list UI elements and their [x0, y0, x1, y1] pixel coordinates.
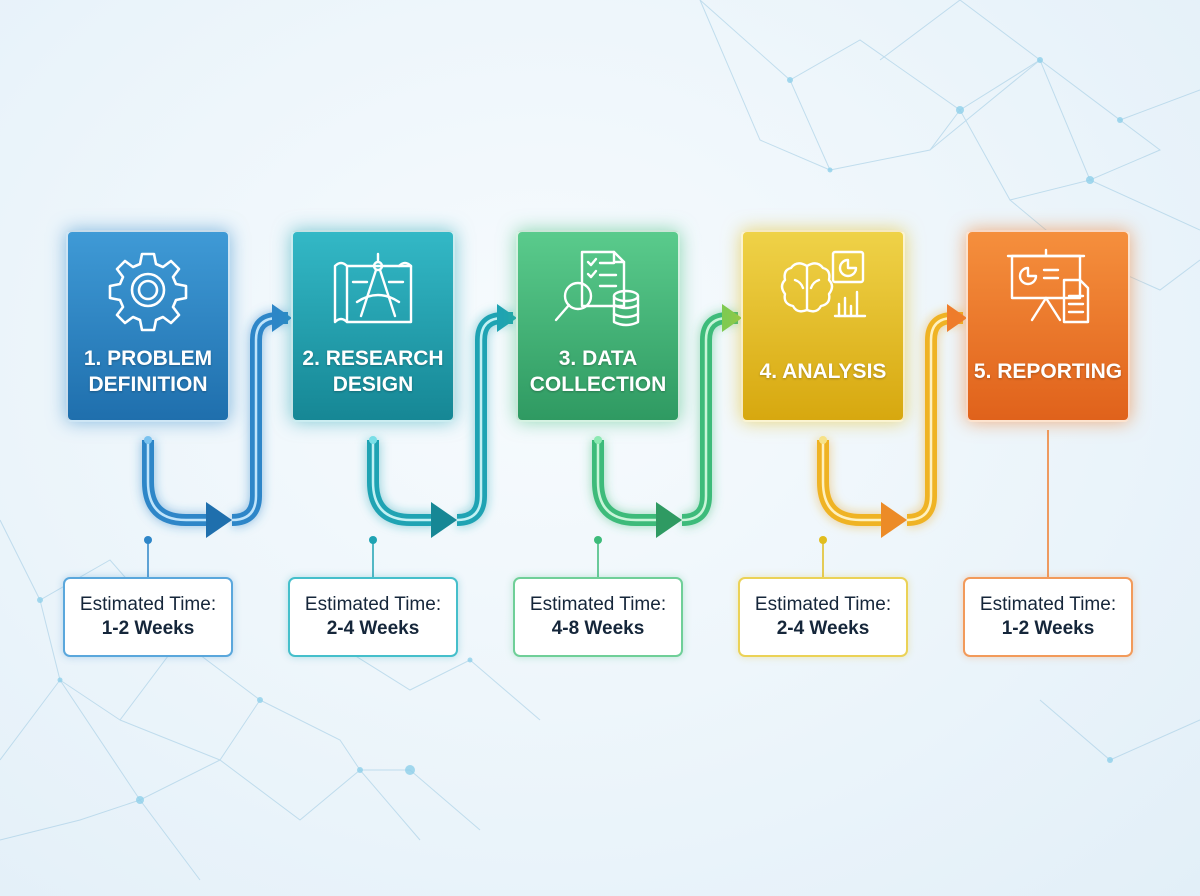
time-value: 1-2 Weeks	[1001, 618, 1095, 639]
step-title: 4. ANALYSIS	[748, 336, 898, 408]
step-title-line2: DESIGN	[332, 373, 414, 396]
time-box-step-2: Estimated Time: 2-4 Weeks	[288, 577, 458, 657]
connector-arrow-3	[591, 304, 742, 538]
step-title-line1: PROBLEM	[107, 347, 213, 370]
time-label: Estimated Time:	[529, 594, 667, 615]
time-label: Estimated Time:	[979, 594, 1117, 615]
blueprint-compass-icon	[333, 252, 413, 324]
step-card-research-design: 2. RESEARCH DESIGN	[291, 230, 455, 422]
step-number: 4.	[759, 360, 778, 383]
step-number: 2.	[302, 347, 320, 370]
time-label: Estimated Time:	[754, 594, 892, 615]
step-title: 2. RESEARCH DESIGN	[298, 336, 448, 408]
presentation-report-icon	[1006, 248, 1090, 324]
step-title-line2: COLLECTION	[529, 373, 667, 396]
time-label: Estimated Time:	[79, 594, 217, 615]
step-title-line1: ANALYSIS	[782, 360, 887, 383]
step-card-data-collection: 3. DATA COLLECTION	[516, 230, 680, 422]
step-number: 3.	[558, 347, 577, 370]
time-value: 4-8 Weeks	[551, 618, 645, 639]
step-card-analysis: 4. ANALYSIS	[741, 230, 905, 422]
connector-arrow-4	[816, 304, 967, 538]
step-number: 5.	[973, 360, 992, 383]
search-database-icon	[554, 250, 640, 327]
step-title: 3. DATA COLLECTION	[523, 336, 673, 408]
time-connectors	[144, 430, 1049, 577]
time-value: 2-4 Weeks	[326, 618, 420, 639]
connector-arrow-2	[366, 304, 517, 538]
step-title-line1: RESEARCH	[325, 347, 444, 370]
connector-arrow-1	[141, 304, 292, 538]
step-number: 1.	[83, 347, 102, 370]
time-label: Estimated Time:	[304, 594, 442, 615]
time-box-step-1: Estimated Time: 1-2 Weeks	[63, 577, 233, 657]
time-box-step-3: Estimated Time: 4-8 Weeks	[513, 577, 683, 657]
step-card-problem-definition: 1. PROBLEM DEFINITION	[66, 230, 230, 422]
step-title-line1: REPORTING	[997, 360, 1123, 383]
time-value: 2-4 Weeks	[776, 618, 870, 639]
step-card-reporting: 5. REPORTING	[966, 230, 1130, 422]
time-box-step-5: Estimated Time: 1-2 Weeks	[963, 577, 1133, 657]
brain-chart-icon	[780, 250, 867, 318]
step-title: 1. PROBLEM DEFINITION	[73, 336, 223, 408]
step-title-line2: DEFINITION	[88, 373, 208, 396]
step-title-line1: DATA	[582, 347, 638, 370]
gear-icon	[108, 252, 188, 332]
time-box-step-4: Estimated Time: 2-4 Weeks	[738, 577, 908, 657]
step-title: 5. REPORTING	[973, 336, 1123, 408]
time-value: 1-2 Weeks	[101, 618, 195, 639]
